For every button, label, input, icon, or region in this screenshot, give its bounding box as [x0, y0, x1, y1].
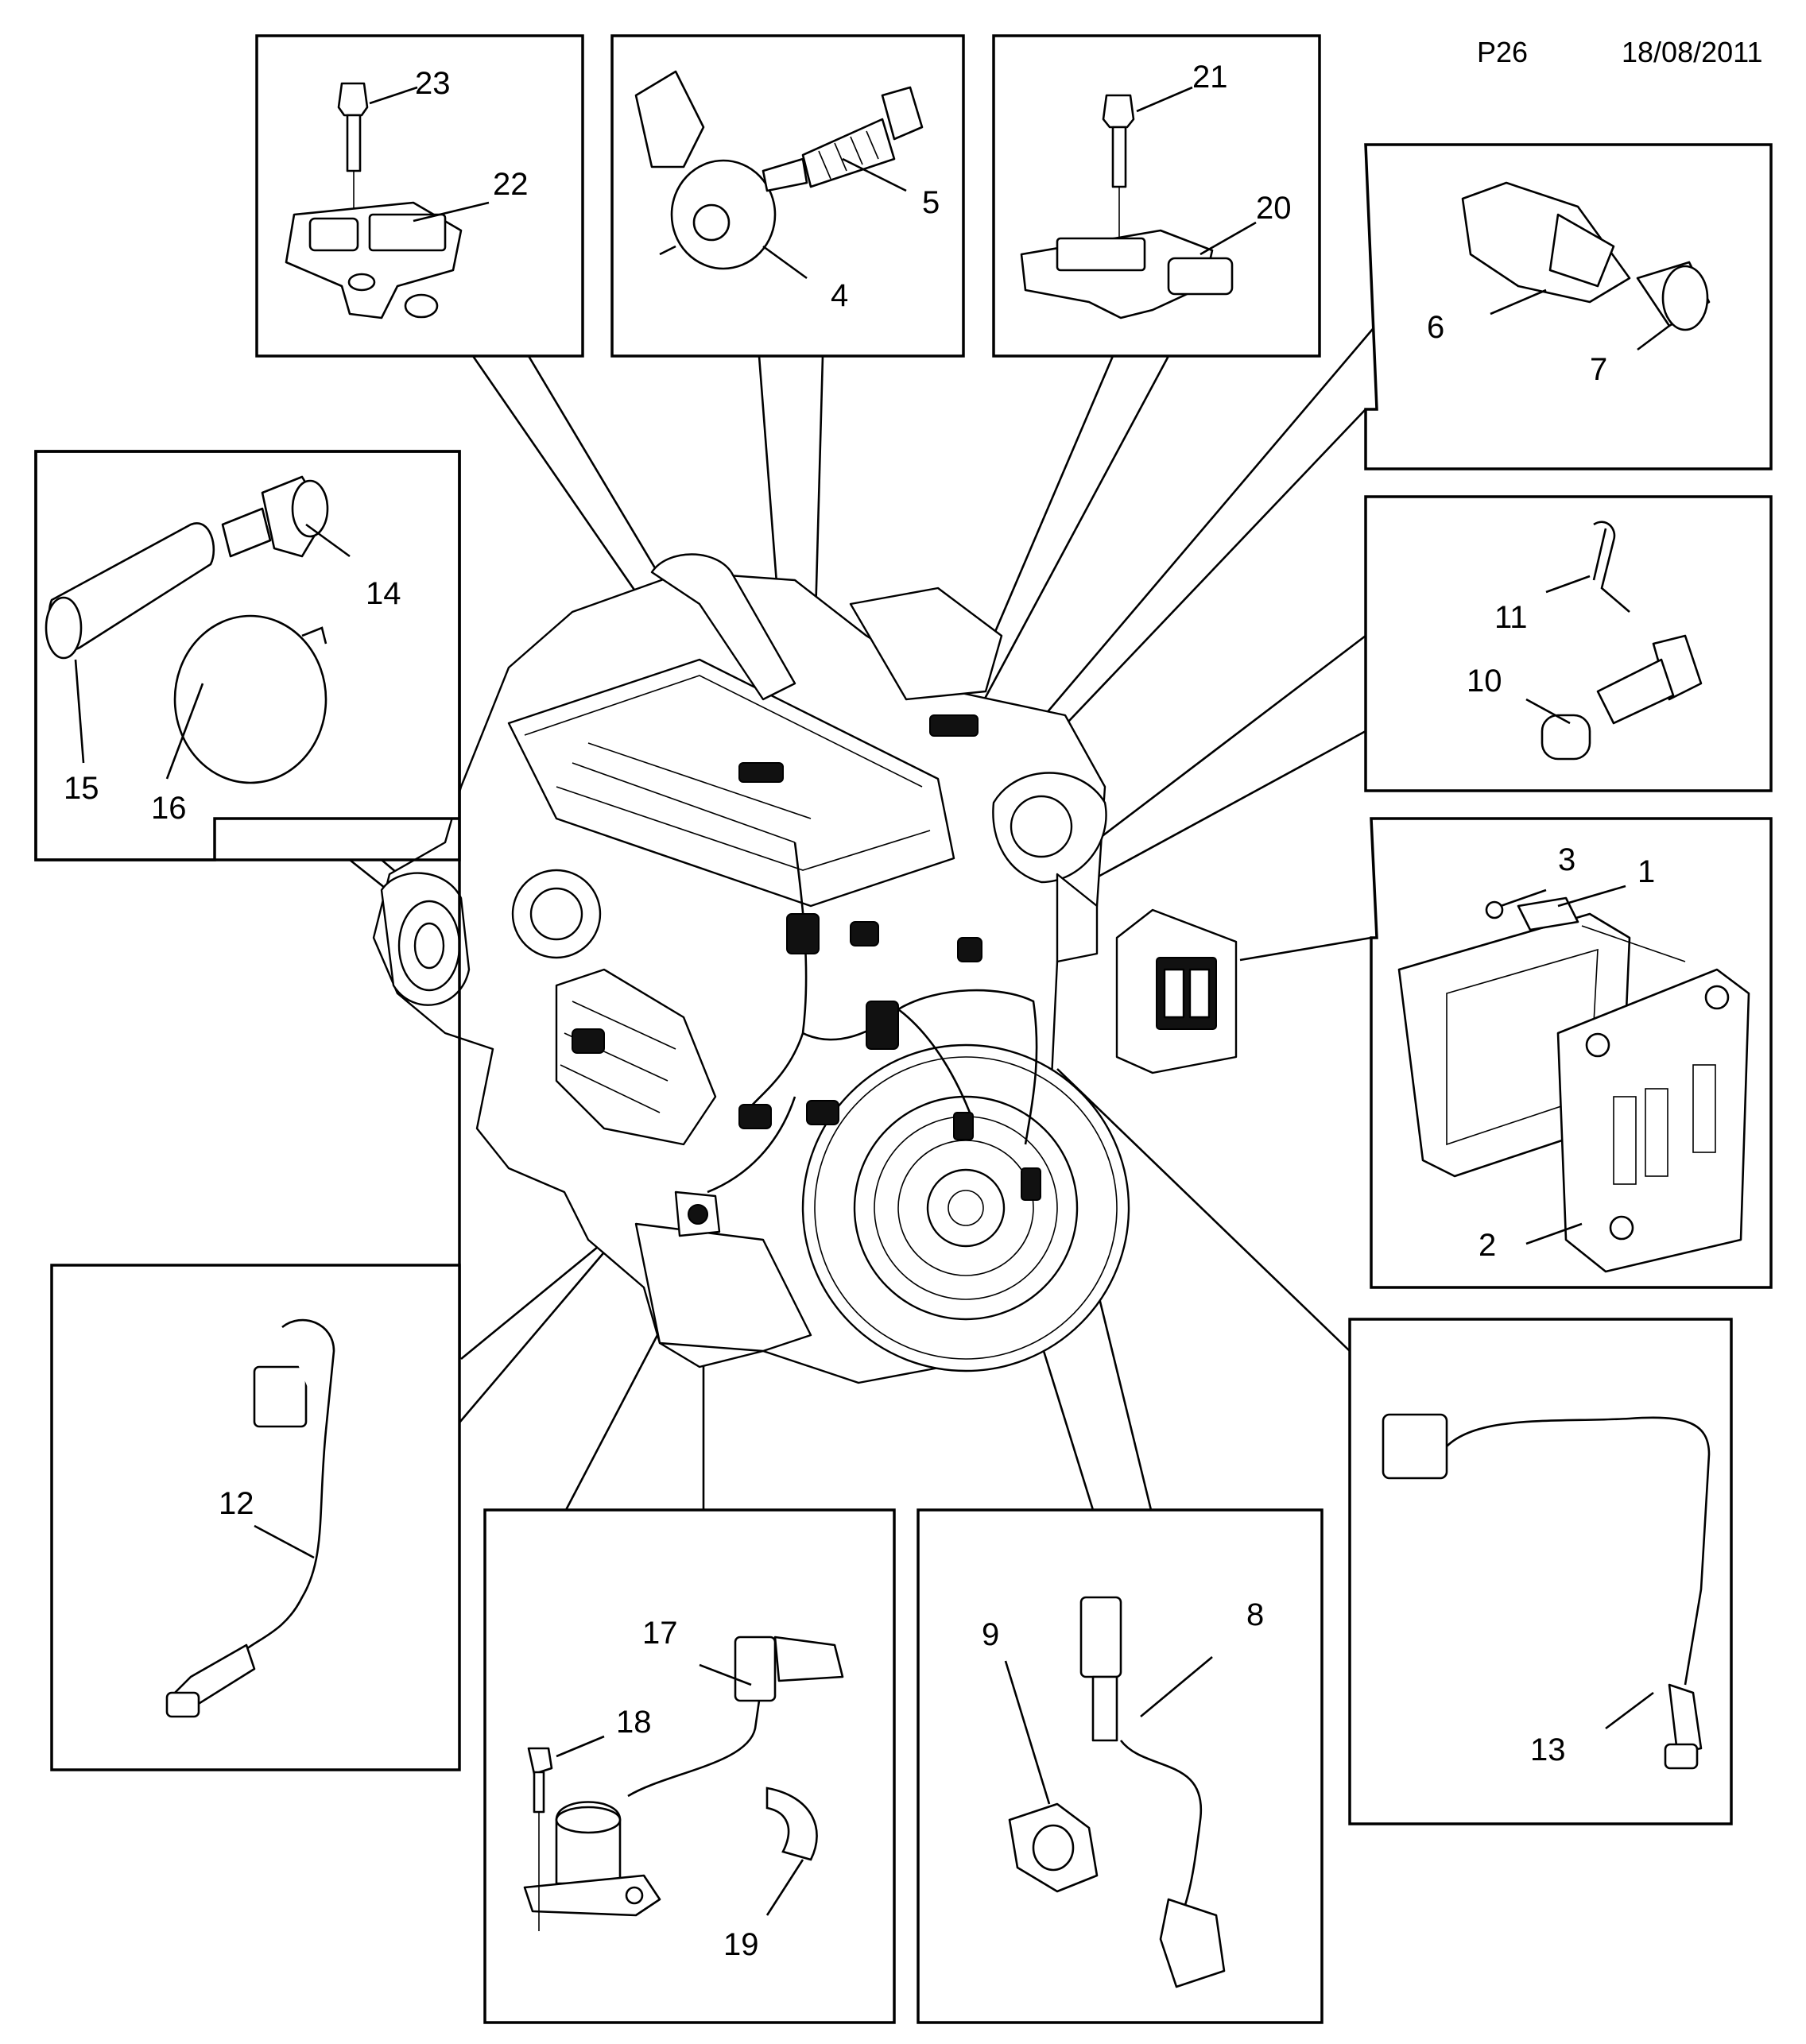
engine-assembly: [372, 553, 1130, 1384]
callout-18: 18: [616, 1705, 652, 1740]
callout-4: 4: [831, 278, 848, 313]
callout-22: 22: [493, 167, 529, 202]
callout-11: 11: [1494, 600, 1528, 635]
callout-1: 1: [1637, 854, 1655, 889]
inset-oil-pressure: 14 15 16: [34, 450, 461, 1359]
callout-19: 19: [723, 1927, 759, 1962]
callout-3: 3: [1558, 842, 1575, 877]
inset-sensor-clip: 11 10: [1364, 495, 1773, 792]
callout-2: 2: [1479, 1228, 1496, 1263]
inset-control-module: 3 1 2: [1370, 817, 1773, 1289]
callout-6: 6: [1427, 310, 1444, 345]
callout-21: 21: [1192, 60, 1228, 95]
inset-knock-sensor: 4 5: [610, 34, 965, 358]
inset-oxygen-sensor-12: 12: [50, 1264, 461, 1771]
callout-12: 12: [219, 1486, 254, 1521]
ecu-on-engine: [1115, 908, 1238, 1074]
callout-17: 17: [642, 1616, 678, 1651]
print-date: 18/08/2011: [1622, 36, 1763, 68]
callout-8: 8: [1246, 1597, 1264, 1632]
inset-crankshaft-sensor: 8 9: [917, 1508, 1323, 2024]
callout-7: 7: [1590, 352, 1607, 387]
inset-camshaft-sensor: 17 18 19: [483, 1508, 896, 2024]
callout-14: 14: [366, 576, 401, 611]
inset-pressure-sensor: 21 20: [992, 34, 1321, 358]
callout-10: 10: [1467, 664, 1502, 699]
callout-20: 20: [1256, 191, 1292, 226]
inset-map-sensor: 23 22: [255, 34, 584, 358]
callout-13: 13: [1530, 1732, 1566, 1767]
callout-23: 23: [415, 66, 451, 101]
page-code: P26: [1477, 36, 1528, 68]
callout-16: 16: [151, 791, 187, 826]
callout-5: 5: [922, 185, 940, 220]
callout-15: 15: [64, 771, 99, 806]
inset-oxygen-sensor-13: 13: [1348, 1318, 1733, 1825]
inset-temperature-sensor: 6 7: [1364, 143, 1773, 470]
callout-9: 9: [982, 1617, 999, 1652]
